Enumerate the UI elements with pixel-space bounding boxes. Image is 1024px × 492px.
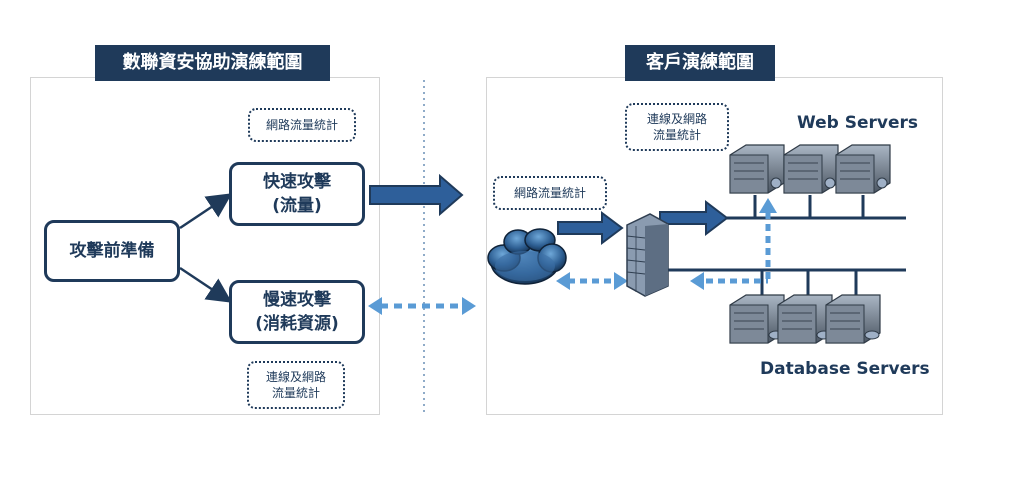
cloud-to-firewall-arrow xyxy=(557,211,624,245)
left-panel-title: 數聯資安協助演練範圍 xyxy=(95,45,330,81)
cloud-traffic-stats-tag: 網路流量統計 xyxy=(493,176,607,210)
web-server-icon xyxy=(729,144,785,194)
slow-attack-line1: 慢速攻擊 xyxy=(263,290,331,310)
slow-attack-line2: (消耗資源) xyxy=(255,314,339,334)
firewall-stats-line2: 流量統計 xyxy=(652,128,701,142)
traffic-stats-tag-label: 網路流量統計 xyxy=(265,118,338,132)
database-server-icon xyxy=(825,294,881,344)
database-server-icon xyxy=(777,294,833,344)
firewall-stats-line1: 連線及網路 xyxy=(646,112,707,126)
firewall-to-web-arrow xyxy=(659,199,729,237)
fast-attack-box: 快速攻擊 (流量) xyxy=(229,162,365,226)
attack-prep-box: 攻擊前準備 xyxy=(44,220,180,282)
database-server-icon xyxy=(729,294,785,344)
cloud-traffic-stats-label: 網路流量統計 xyxy=(513,186,586,200)
branch-to-fast xyxy=(179,193,233,230)
connection-stats-tag: 連線及網路 流量統計 xyxy=(247,361,345,409)
fast-attack-line2: (流量) xyxy=(272,196,322,216)
web-server-icon xyxy=(835,144,891,194)
internet-cloud-icon xyxy=(487,228,567,285)
fast-attack-line1: 快速攻擊 xyxy=(263,172,331,192)
attack-prep-label: 攻擊前準備 xyxy=(69,241,155,261)
connection-stats-line1: 連線及網路 xyxy=(265,370,326,384)
firewall-icon xyxy=(626,213,669,297)
database-servers-label: Database Servers xyxy=(760,359,930,379)
connection-stats-line2: 流量統計 xyxy=(271,386,320,400)
web-server-icon xyxy=(783,144,839,194)
right-panel-title: 客戶演練範圍 xyxy=(625,45,775,81)
fast-attack-arrow xyxy=(369,173,464,217)
firewall-connection-stats-tag: 連線及網路 流量統計 xyxy=(625,103,729,151)
web-servers-label: Web Servers xyxy=(797,113,919,133)
branch-to-slow xyxy=(179,266,233,303)
traffic-stats-tag: 網路流量統計 xyxy=(248,108,356,142)
slow-attack-box: 慢速攻擊 (消耗資源) xyxy=(229,280,365,344)
